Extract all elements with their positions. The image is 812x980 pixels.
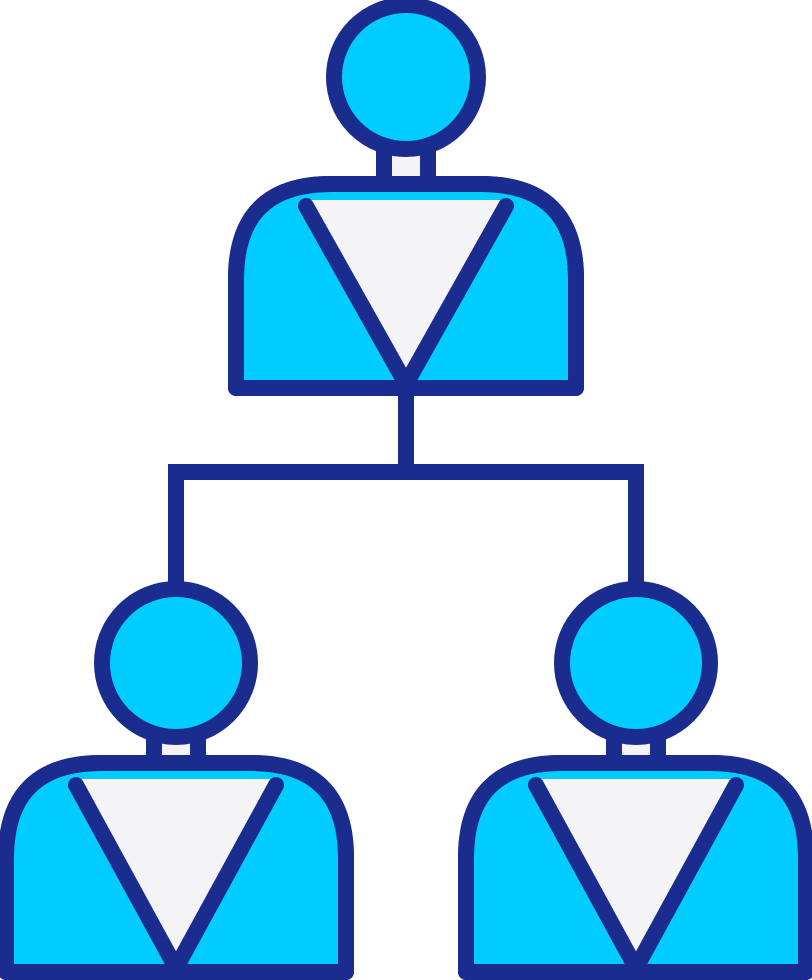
person-icon-parent [228,0,584,401]
person-body-outline [228,176,584,396]
person-head [326,0,486,157]
connector-lines [168,382,644,598]
person-shirt [81,779,271,966]
connector-branch [168,464,644,598]
person-icon-child-left [0,581,354,980]
person-head [94,581,258,745]
person-shirt [311,200,501,382]
person-icon-child-right [458,581,812,980]
person-body-outline [458,755,812,980]
person-shirt [541,779,731,966]
person-head [554,581,718,745]
person-body-outline [0,755,354,980]
